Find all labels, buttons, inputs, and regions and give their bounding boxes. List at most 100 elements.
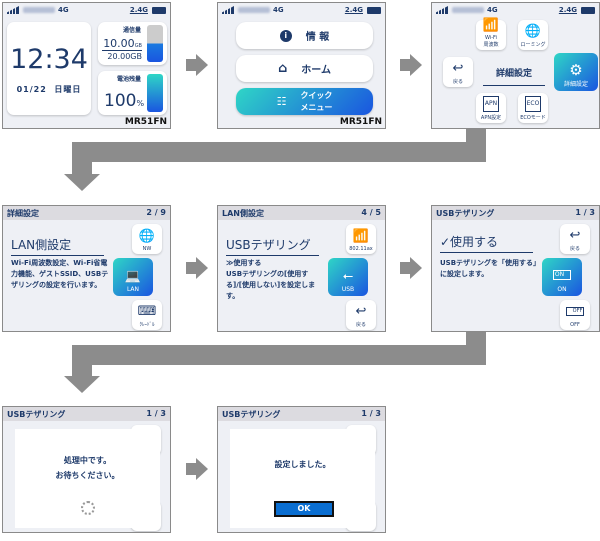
spinner-icon (80, 501, 95, 515)
header-title: LAN側設定 (222, 209, 264, 218)
usb-label: USB (341, 286, 355, 293)
page-indicator: 1 / 3 (146, 409, 166, 418)
wifi-icon: 📶 (352, 229, 370, 244)
eco-icon: ECO (524, 96, 542, 112)
band: 2.4G (344, 6, 363, 14)
back-icon: ↩ (355, 304, 367, 319)
laptop-icon: 💻 (124, 269, 142, 284)
page-indicator: 1 / 3 (575, 208, 595, 217)
carrier-name (452, 7, 484, 13)
center-title: 詳細設定 (483, 66, 545, 86)
back-icon: ↩ (569, 228, 581, 243)
done-dialog: 設定しました。 OK (230, 429, 375, 528)
apn-icon: APN (482, 96, 500, 112)
data-gauge (147, 25, 163, 62)
nw-label: NW (142, 246, 152, 252)
back-tile[interactable]: ↩ 戻る (560, 224, 590, 254)
back-label: 戻る (569, 246, 580, 252)
ax-label: 802.11ax (349, 246, 373, 252)
usb-tile[interactable]: ⭠USB (328, 258, 368, 296)
screen-done: USBテザリング 1 / 3 設定しました。 OK (217, 406, 386, 533)
bent-arrow (72, 142, 486, 162)
on-label: ON (557, 286, 567, 293)
home-label: ホーム (301, 65, 331, 76)
data-unit: GB (134, 43, 142, 49)
page-title: USBテザリング (226, 236, 319, 256)
data-label: 通信量 (122, 27, 141, 34)
detail-label: 詳細設定 (563, 81, 588, 88)
back-label: 戻る (452, 79, 463, 85)
back-icon: ↩ (452, 61, 464, 76)
current-value: ≫使用する (226, 259, 262, 267)
gear-icon: ⚙ (569, 61, 583, 79)
description: USBテザリングを「使用する」に設定します。 (440, 259, 537, 278)
time: 12:34 (10, 44, 88, 75)
page-indicator: 4 / 5 (361, 208, 381, 217)
home-icon: ⌂ (277, 61, 288, 76)
model-name: MR51FN (124, 117, 167, 127)
band: 2.4G (129, 6, 148, 14)
wifi-band-label: Wi-Fi 周波数 (483, 35, 499, 48)
home-button[interactable]: ⌂ ホーム (236, 55, 373, 82)
page-title: LAN側設定 (11, 236, 104, 256)
quick-menu-button[interactable]: ☷クイックメニュー (236, 88, 373, 115)
back-label: 戻る (355, 322, 366, 328)
roaming-label: ローミング (520, 42, 546, 48)
carrier-name (23, 7, 55, 13)
battery-icon (152, 7, 166, 14)
band: 2.4G (558, 6, 577, 14)
battery-unit: % (136, 99, 145, 108)
header-title: USBテザリング (436, 209, 495, 218)
page-indicator: 1 / 3 (361, 409, 381, 418)
status-bar: 4G 2.4G (432, 3, 599, 17)
ok-button[interactable]: OK (274, 501, 334, 517)
roaming-tile[interactable]: 🌐ローミング (518, 20, 548, 50)
header-title: USBテザリング (222, 410, 281, 419)
date: 01/22 (16, 85, 47, 94)
toggle-off-icon: OFF (565, 307, 585, 316)
clock-card: 12:34 01/22 日曜日 (7, 22, 91, 115)
info-label: 情 報 (305, 32, 330, 43)
back-tile[interactable]: ↩ 戻る (443, 57, 473, 87)
bent-arrow (72, 142, 92, 176)
arrow-right (186, 458, 208, 480)
globe-icon: 🌐 (138, 229, 156, 244)
weekday: 日曜日 (54, 85, 82, 94)
data-total: 20.00GB (107, 52, 142, 61)
802-11ax-tile[interactable]: 📶 802.11ax (346, 224, 376, 254)
signal-icon (222, 6, 234, 14)
battery-icon (581, 7, 595, 14)
description: Wi-Fi周波数設定、Wi-Fi省電力機能、ゲストSSID、USBテザリングの設… (11, 259, 109, 289)
header-bar: LAN側設定 4 / 5 (218, 206, 385, 220)
info-icon: i (279, 29, 292, 42)
arrow-right (400, 257, 422, 279)
message: 設定しました。 (274, 460, 331, 469)
nw-tile[interactable]: 🌐 NW (132, 224, 162, 254)
network-type: 4G (487, 6, 498, 14)
data-used: 10.00 (103, 37, 135, 50)
bent-arrow (72, 345, 92, 378)
lan-tile[interactable]: 💻LAN (113, 258, 153, 296)
quick-label-1: クイック (300, 90, 333, 100)
battery-value: 100 (104, 91, 137, 111)
battery-icon (367, 7, 381, 14)
back-tile[interactable]: ↩ 戻る (346, 300, 376, 330)
wifi-band-tile[interactable]: 📶Wi-Fi 周波数 (476, 19, 506, 50)
arrow-right (400, 54, 422, 76)
signal-icon (7, 6, 19, 14)
header-bar: USBテザリング 1 / 3 (218, 407, 385, 421)
detail-settings-tile[interactable]: ⚙ 詳細設定 (554, 53, 598, 91)
cradle-tile[interactable]: ⌨ｸﾚｰﾄﾞﾙ (132, 300, 162, 330)
